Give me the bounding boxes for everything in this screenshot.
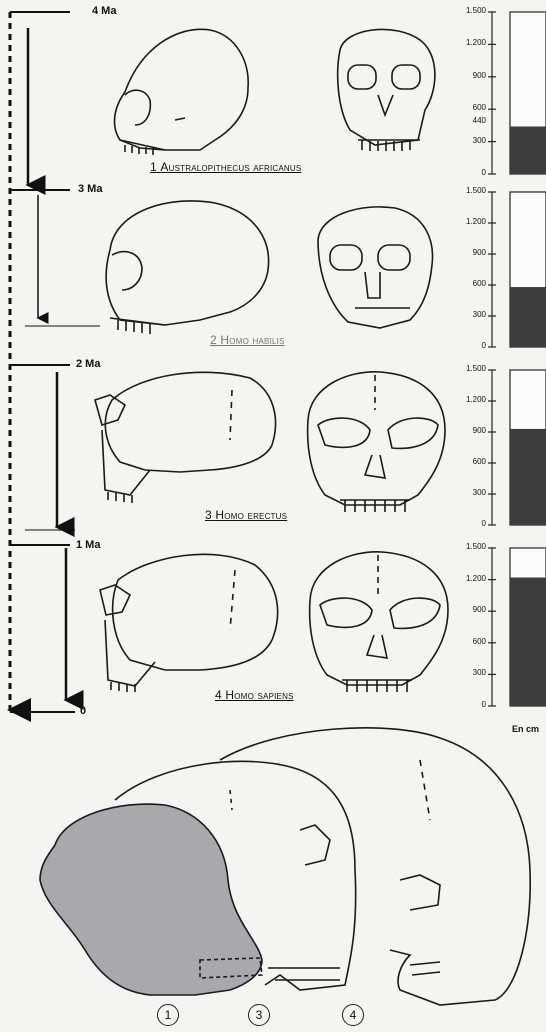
tick-label: 300 — [452, 488, 486, 497]
species-label-2: 2 Homo habilis — [210, 333, 285, 347]
tick-label: 1.200 — [452, 395, 486, 404]
tick-label: 600 — [452, 103, 486, 112]
tick-label: 900 — [452, 71, 486, 80]
tick-label: 900 — [452, 426, 486, 435]
skull-sapiens-frontal — [310, 552, 448, 692]
timeline-marker-0: 0 — [80, 705, 86, 717]
species-label-4: 4 Homo sapiens — [215, 688, 294, 702]
skull-australopithecus-lateral — [115, 29, 249, 155]
tick-label: 1.500 — [452, 364, 486, 373]
scale-axes — [488, 12, 496, 706]
skull-sapiens-lateral — [100, 554, 278, 692]
tick-label: 0 — [452, 341, 486, 350]
tick-label: 900 — [452, 605, 486, 614]
comparison-label-1: 1 — [157, 1004, 179, 1026]
species-label-1: 1 Australopithecus africanus — [150, 160, 301, 174]
tick-label-440: 440 — [452, 116, 486, 125]
tick-label: 600 — [452, 279, 486, 288]
timeline-marker-1ma: 1 Ma — [76, 539, 100, 551]
tick-label: 900 — [452, 248, 486, 257]
skull-habilis-lateral — [106, 201, 268, 334]
species-label-3: 3 Homo erectus — [205, 508, 287, 522]
tick-label: 600 — [452, 457, 486, 466]
tick-label: 300 — [452, 310, 486, 319]
unit-label: En cm — [512, 724, 539, 734]
skull-habilis-frontal — [318, 207, 433, 328]
tick-label: 0 — [452, 519, 486, 528]
tick-label: 300 — [452, 668, 486, 677]
skull-australopithecus-frontal — [338, 29, 435, 151]
timeline-marker-4ma: 4 Ma — [92, 5, 116, 17]
tick-label: 0 — [452, 168, 486, 177]
comparison-label-4: 4 — [342, 1004, 364, 1026]
brain-volume-bar-4 — [510, 577, 546, 706]
tick-label: 0 — [452, 700, 486, 709]
brain-volume-bar-2 — [510, 287, 546, 347]
comparison-label-3: 3 — [248, 1004, 270, 1026]
tick-label: 1.200 — [452, 574, 486, 583]
tick-label: 1.200 — [452, 38, 486, 47]
tick-label: 1.500 — [452, 6, 486, 15]
tick-label: 1.500 — [452, 542, 486, 551]
tick-label: 600 — [452, 637, 486, 646]
brain-volume-bar-1 — [510, 126, 546, 174]
tick-label: 300 — [452, 136, 486, 145]
skull-erectus-frontal — [308, 372, 445, 512]
timeline-marker-3ma: 3 Ma — [78, 183, 102, 195]
tick-label: 1.200 — [452, 217, 486, 226]
skull-comparison-overlay — [40, 728, 530, 1005]
timeline-marker-2ma: 2 Ma — [76, 358, 100, 370]
tick-label: 1.500 — [452, 186, 486, 195]
skull-erectus-lateral — [95, 372, 276, 503]
brain-volume-bar-3 — [510, 429, 546, 525]
